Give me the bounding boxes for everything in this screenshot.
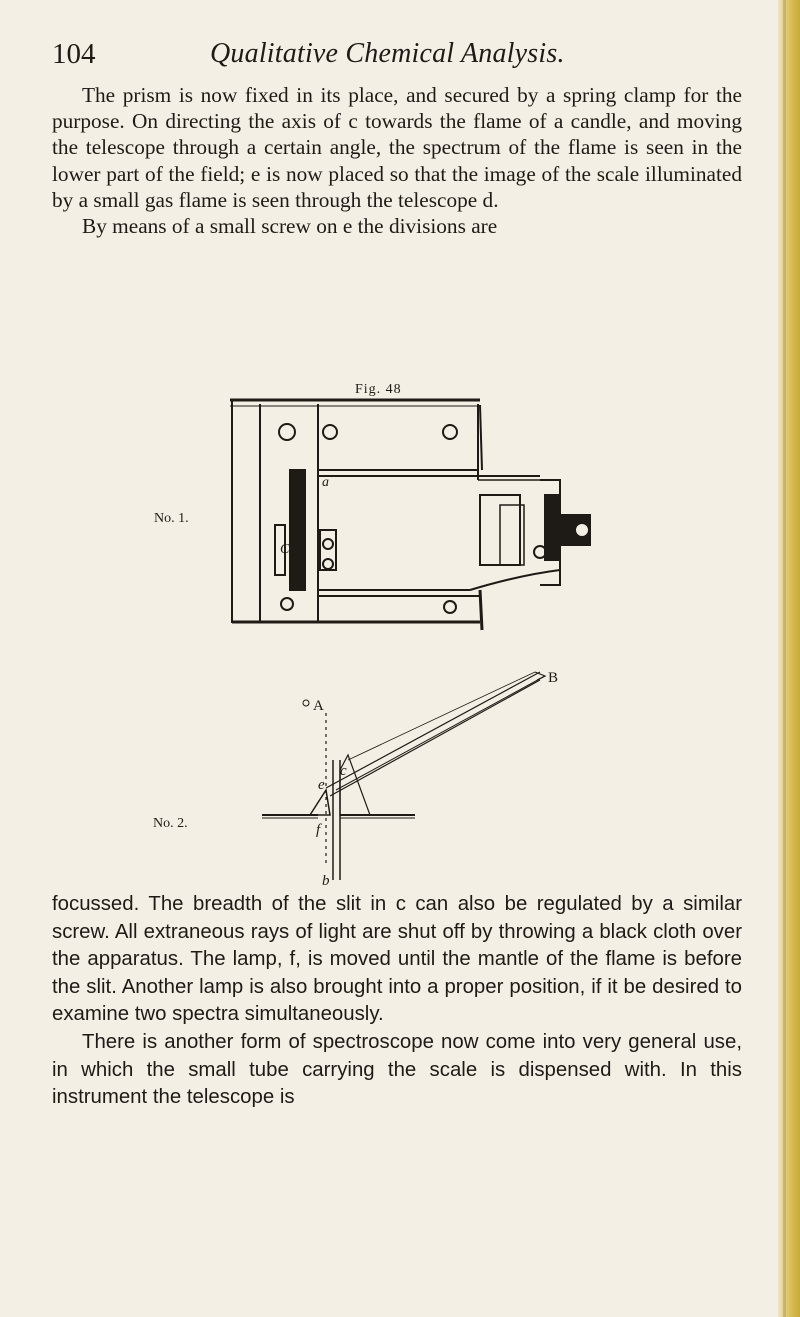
page-edge [778,0,800,1317]
paragraph-top: The prism is now fixed in its place, and… [52,82,742,239]
label-a: a [322,475,329,490]
paragraph-focussed: focussed. The breadth of the slit in c c… [52,893,742,1026]
label-B: B [548,670,558,686]
figure-48-drawing: C a A B c e f b [230,398,591,889]
label-A: A [313,698,324,714]
page-number: 104 [52,38,96,70]
page-header: 104 Qualitative Chemical Analysis. [52,34,752,74]
ray-diagram-labels: A B c e f b [313,670,558,889]
page-edge-shadow [783,0,786,1317]
label-C: C [280,542,290,557]
label-c: c [340,763,347,779]
figure-label-no2: No. 2. [153,816,188,831]
spectroscope-plan-labels: C a [280,475,329,557]
label-e: e [318,777,325,793]
paragraph-bottom: focussed. The breadth of the slit in c c… [52,891,742,1112]
paragraph-screw-start: By means of a small screw on e the divis… [82,214,498,239]
label-f: f [316,822,322,838]
paragraph-prism: The prism is now fixed in its place, and… [52,83,742,212]
ray-diagram [262,671,547,880]
figure-label-no1: No. 1. [154,511,189,526]
running-title: Qualitative Chemical Analysis. [210,38,565,69]
paragraph-another-form: There is another form of spectroscope no… [52,1030,742,1109]
spectroscope-plan-view [230,398,591,631]
figure-caption: Fig. 48 [355,382,402,397]
label-b: b [322,873,330,889]
